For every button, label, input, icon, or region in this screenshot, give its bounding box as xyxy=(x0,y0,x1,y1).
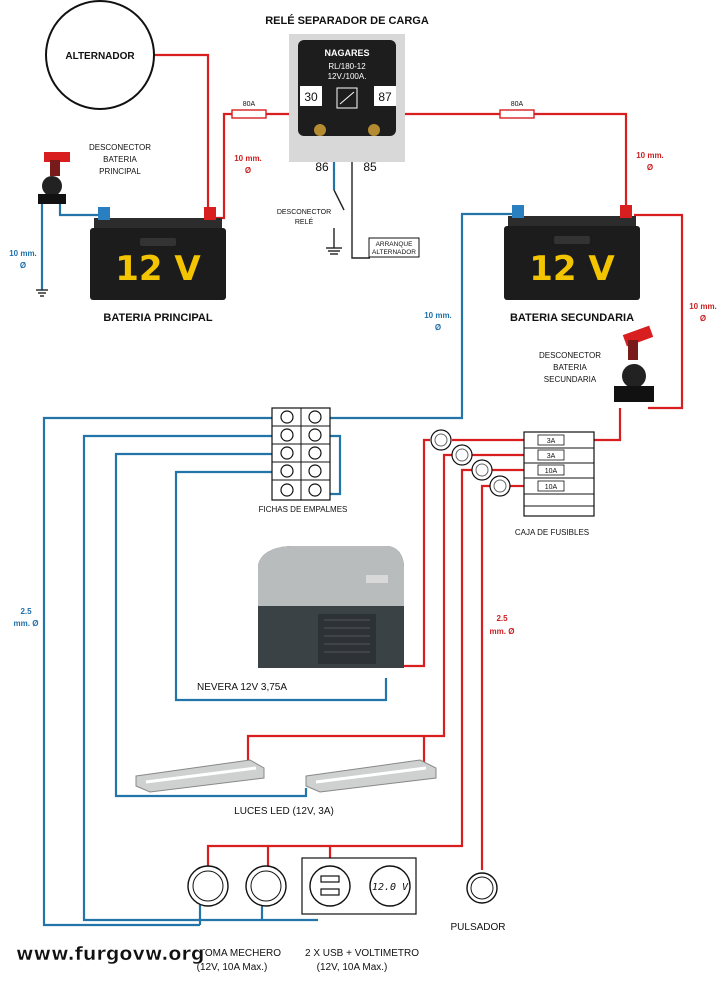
inline-fuse-right: 80A xyxy=(499,101,535,119)
aux-disconnector: DESCONECTOR BATERIA SECUNDARIA xyxy=(539,325,654,402)
gauge-blue-left-a: 10 mm. xyxy=(9,249,37,258)
alternator-label: ALTERNADOR xyxy=(65,51,135,62)
lighter-socket-2-icon xyxy=(245,865,287,907)
aux-battery: 12 V BATERIA SECUNDARIA xyxy=(504,205,640,324)
lights-label: LUCES LED (12V, 3A) xyxy=(234,806,334,817)
aux-battery-voltage: 12 V xyxy=(529,249,615,289)
alt-start-label-1: ARRANQUE xyxy=(376,241,414,248)
wires-negative xyxy=(40,132,516,927)
relay-pin-30: 30 xyxy=(304,90,318,104)
voltmeter-icon xyxy=(369,865,411,907)
sockets: 12.0 V TOMA MECHERO (12V, 10A Max.) 2 X … xyxy=(187,857,506,973)
relay-coil-icon xyxy=(336,87,358,109)
inline-fuse-left-label: 80A xyxy=(243,101,256,108)
wires-positive xyxy=(150,53,684,870)
main-battery-voltage: 12 V xyxy=(115,249,201,289)
relay-pin-85: 85 xyxy=(363,160,377,174)
relay-switch: DESCONECTOR RELÉ ARRANQUE ALTERNADOR xyxy=(277,209,420,258)
aux-disconnector-label-1: DESCONECTOR xyxy=(539,351,601,360)
splice-block-label: FICHAS DE EMPALMES xyxy=(259,505,348,514)
gauge-blue-thin-a: 2.5 xyxy=(20,607,32,616)
fridge-label: NEVERA 12V 3,75A xyxy=(197,682,287,693)
inline-fuse-left: 80A xyxy=(231,101,267,119)
splice-block: FICHAS DE EMPALMES xyxy=(259,407,348,514)
alternator: ALTERNADOR xyxy=(45,0,155,110)
fuse-box: 3A 3A 10A 10A CAJA DE FUSIBLES xyxy=(515,431,595,537)
aux-battery-negative-terminal xyxy=(512,205,524,218)
main-disconnector-label-2: BATERIA xyxy=(103,155,137,164)
gauge-labels: 10 mm. Ø 10 mm. Ø 10 mm. Ø 10 mm. Ø 10 m… xyxy=(9,151,717,636)
main-battery: 12 V BATERIA PRINCIPAL xyxy=(90,207,226,324)
relay-pin-86: 86 xyxy=(315,160,329,174)
usb-socket-icon xyxy=(309,865,351,907)
gauge-blue-left-b: Ø xyxy=(20,261,26,270)
switch-1-icon xyxy=(430,429,452,451)
relay: RELÉ SEPARADOR DE CARGA NAGARES RL/180-1… xyxy=(265,14,429,174)
main-disconnector-label-3: PRINCIPAL xyxy=(99,167,141,176)
fuse-2-label: 3A xyxy=(547,453,556,460)
relay-switch-label-2: RELÉ xyxy=(295,217,314,226)
gauge-red-far-b: Ø xyxy=(700,314,706,323)
fuse-4-label: 10A xyxy=(545,484,558,491)
fuse-3-label: 10A xyxy=(545,468,558,475)
fuse-box-label: CAJA DE FUSIBLES xyxy=(515,528,589,537)
alt-start-label-2: ALTERNADOR xyxy=(372,249,416,256)
output-switches xyxy=(430,429,511,497)
relay-rating: 12V./100A. xyxy=(328,72,367,81)
main-disconnector-label-1: DESCONECTOR xyxy=(89,143,151,152)
relay-switch-label-1: DESCONECTOR xyxy=(277,209,331,216)
relay-brand: NAGARES xyxy=(324,48,369,58)
voltmeter-reading: 12.0 V xyxy=(372,882,409,893)
watermark: www.furgovw.org xyxy=(16,943,204,965)
gauge-blue-thin-b: mm. Ø xyxy=(14,619,39,628)
gauge-red-thin-b: mm. Ø xyxy=(490,627,515,636)
main-disconnector: DESCONECTOR BATERIA PRINCIPAL xyxy=(38,143,151,204)
inline-fuse-right-label: 80A xyxy=(511,101,524,108)
aux-disconnector-label-3: SECUNDARIA xyxy=(544,375,597,384)
usb-label-1: 2 X USB + VOLTIMETRO xyxy=(305,948,419,959)
gauge-red-right-a: 10 mm. xyxy=(636,151,664,160)
gauge-red-main-b: Ø xyxy=(245,166,251,175)
lighter-socket-1-icon xyxy=(187,865,229,907)
switch-2-icon xyxy=(451,444,473,466)
aux-battery-positive-terminal xyxy=(620,205,632,218)
lighter-label-1: TOMA MECHERO xyxy=(199,948,281,959)
lighter-label-2: (12V, 10A Max.) xyxy=(197,962,268,973)
gauge-red-far-a: 10 mm. xyxy=(689,302,717,311)
main-battery-label: BATERIA PRINCIPAL xyxy=(103,312,212,324)
gauge-blue-mid-b: Ø xyxy=(435,323,441,332)
switch-3-icon xyxy=(471,459,493,481)
relay-pin-87: 87 xyxy=(378,90,392,104)
usb-label-2: (12V, 10A Max.) xyxy=(317,962,388,973)
switch-4-icon xyxy=(489,475,511,497)
led-lights: LUCES LED (12V, 3A) xyxy=(135,759,437,817)
aux-disconnector-label-2: BATERIA xyxy=(553,363,587,372)
main-battery-negative-terminal xyxy=(98,207,110,220)
fuse-1-label: 3A xyxy=(547,438,556,445)
gauge-red-right-b: Ø xyxy=(647,163,653,172)
aux-battery-label: BATERIA SECUNDARIA xyxy=(510,312,634,324)
relay-title: RELÉ SEPARADOR DE CARGA xyxy=(265,14,429,27)
push-button-label: PULSADOR xyxy=(450,922,505,933)
gauge-red-main-a: 10 mm. xyxy=(234,154,262,163)
gauge-red-thin-a: 2.5 xyxy=(496,614,508,623)
relay-model: RL/180-12 xyxy=(328,62,366,71)
main-battery-positive-terminal xyxy=(204,207,216,220)
fridge: NEVERA 12V 3,75A xyxy=(197,546,404,693)
wires-signal xyxy=(36,132,370,297)
gauge-blue-mid-a: 10 mm. xyxy=(424,311,452,320)
